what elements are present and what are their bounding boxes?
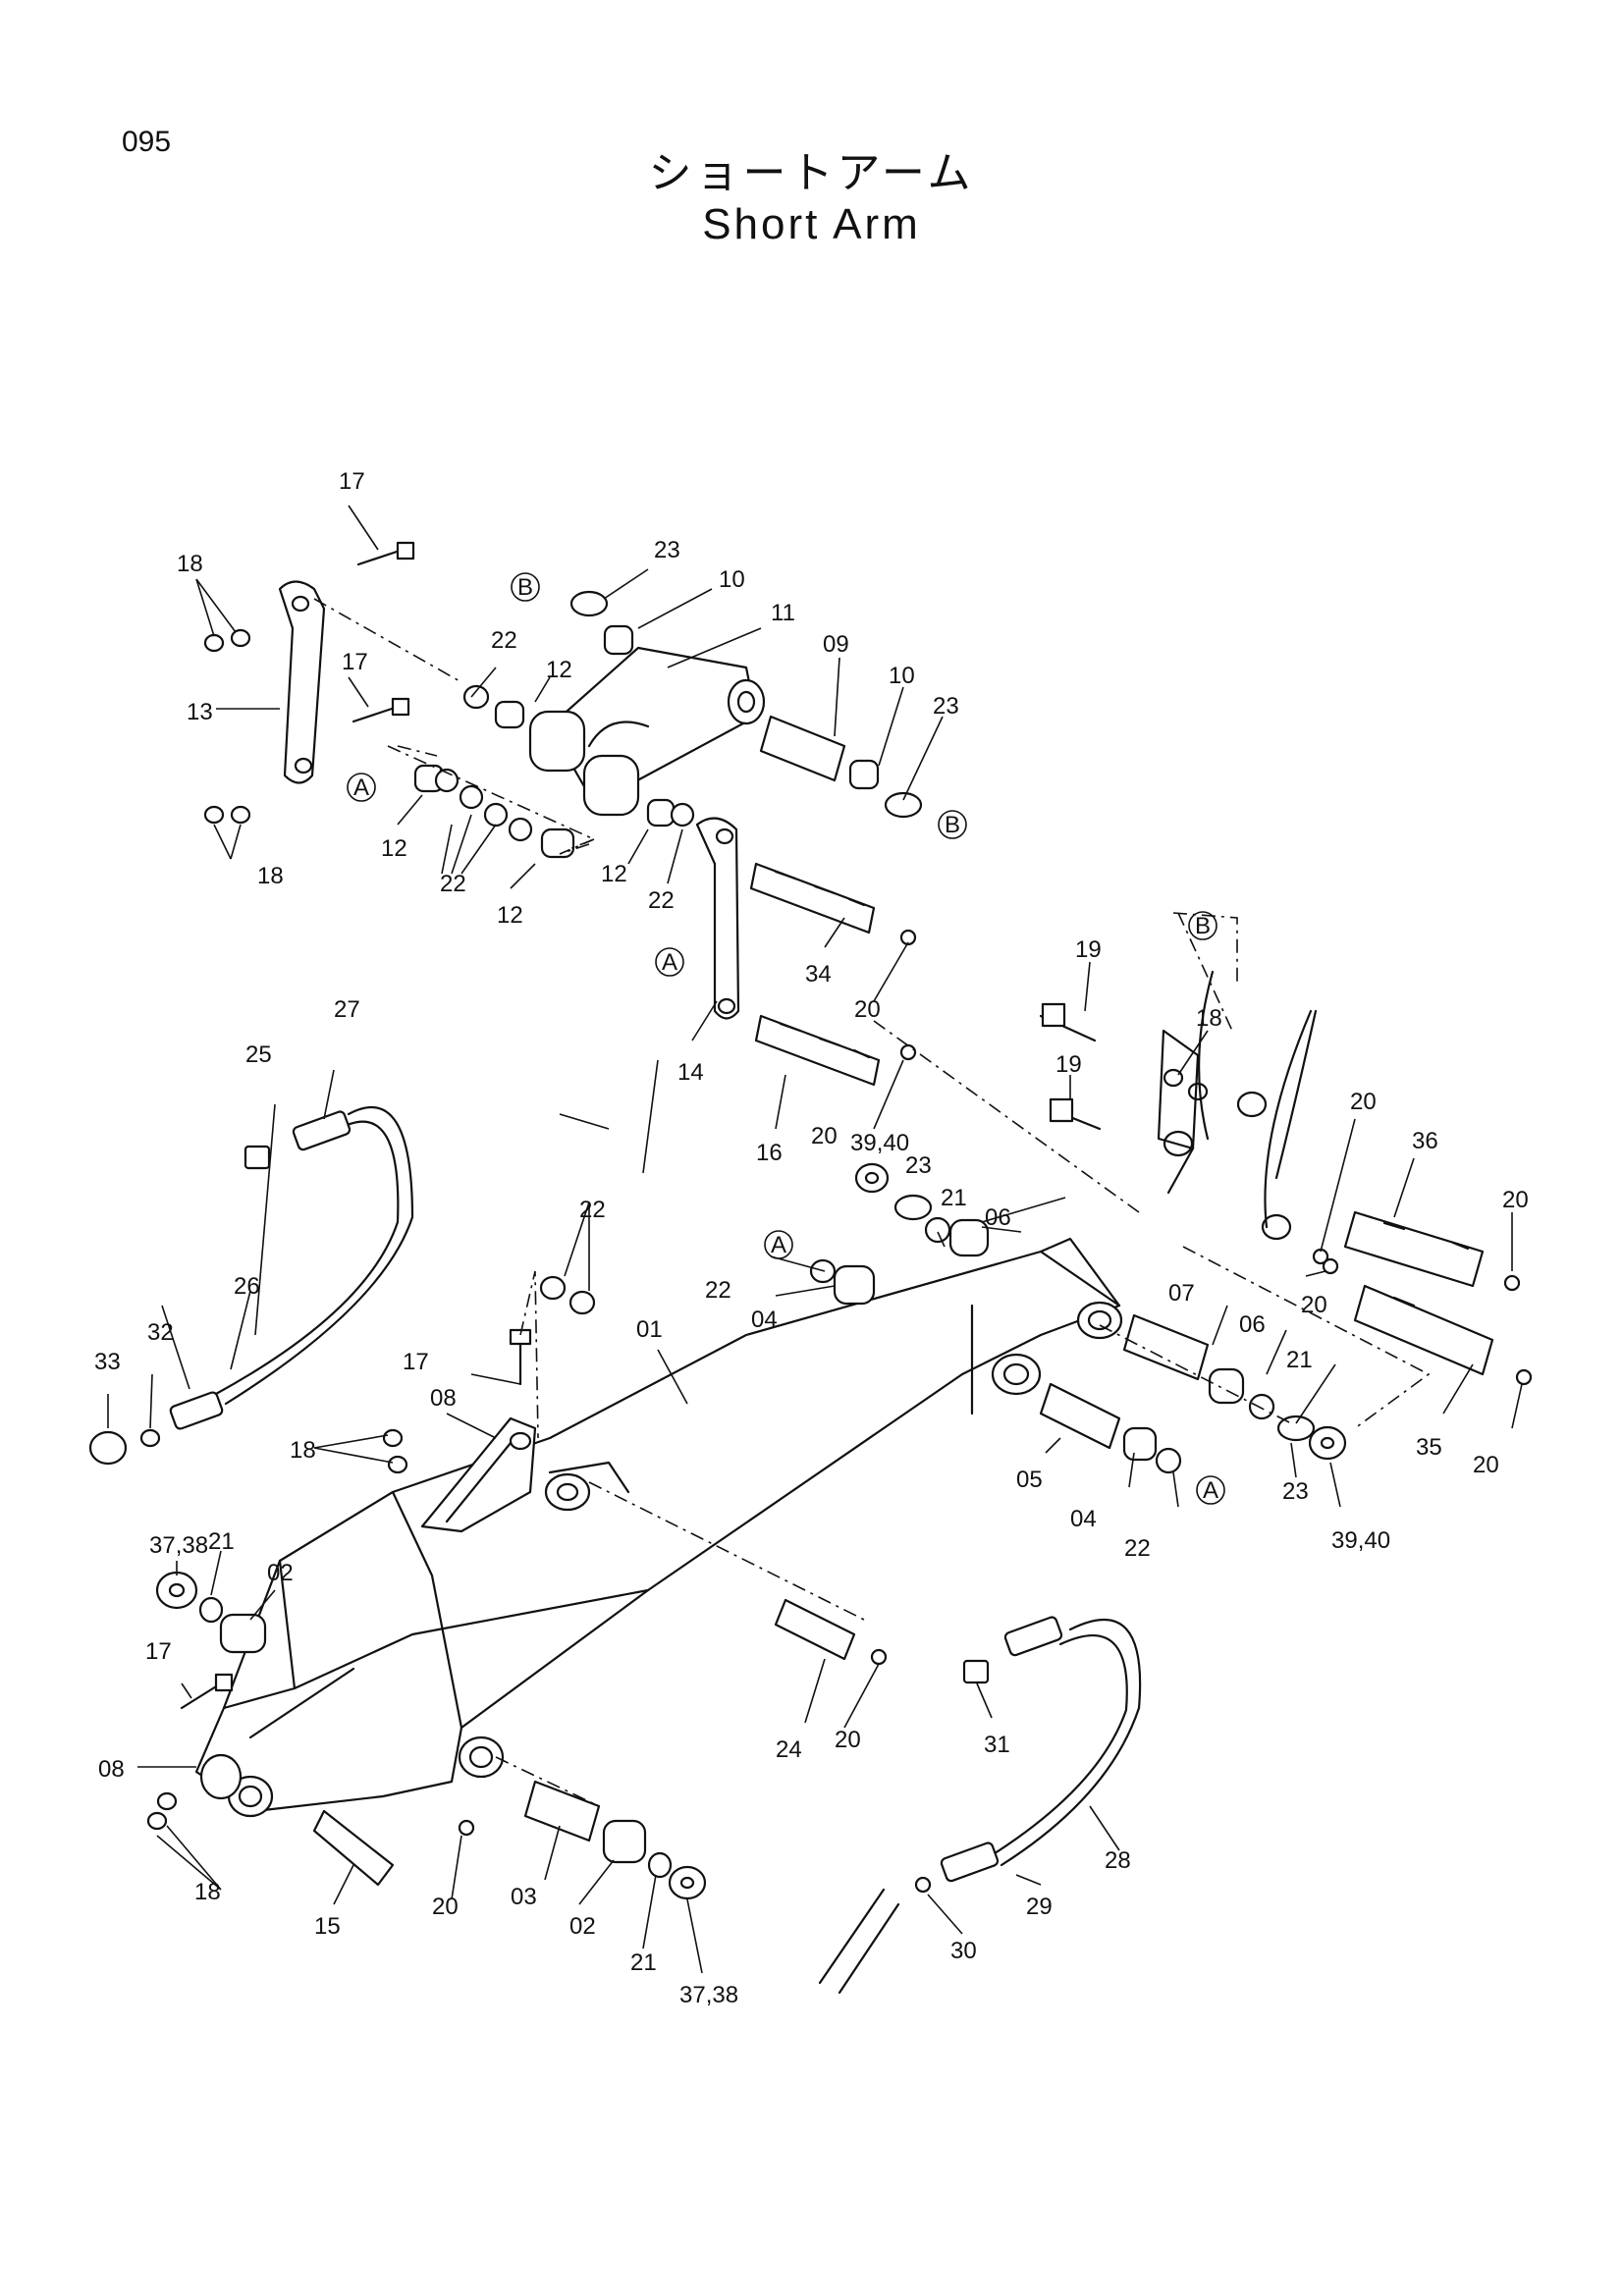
page-title-japanese: ショートアーム [648, 148, 975, 198]
callout-20: 20 [854, 996, 881, 1023]
callout-19: 19 [1075, 936, 1102, 963]
callout-09: 09 [823, 631, 849, 658]
callout-17: 17 [403, 1349, 429, 1375]
ref-mark-a-2: A [662, 949, 677, 976]
callout-22: 22 [440, 871, 466, 897]
callout-25: 25 [245, 1041, 272, 1068]
callout-36: 36 [1412, 1128, 1438, 1154]
callout-22: 22 [648, 887, 675, 914]
callout-22: 22 [579, 1197, 606, 1223]
ref-mark-a-4: A [1203, 1477, 1218, 1504]
part-callouts: 17 18 17 13 18 23 10 11 09 10 23 22 12 1… [94, 468, 1529, 2008]
callout-26: 26 [234, 1273, 260, 1300]
callout-39-40: 39,40 [1331, 1527, 1390, 1554]
link-14 [695, 817, 740, 1020]
reference-marks: B B B A A A A [347, 572, 1225, 1505]
callout-30: 30 [950, 1938, 977, 1964]
callout-20: 20 [835, 1727, 861, 1753]
callout-14: 14 [677, 1059, 704, 1086]
ref-mark-b-2: B [945, 812, 960, 838]
callout-12: 12 [497, 902, 523, 929]
page-title-english: Short Arm [702, 200, 921, 248]
callout-06: 06 [985, 1204, 1011, 1231]
callout-21: 21 [630, 1949, 657, 1976]
ref-mark-b-3: B [1195, 913, 1211, 939]
callout-10: 10 [889, 663, 915, 689]
page-number: 095 [122, 126, 172, 158]
callout-08: 08 [430, 1385, 457, 1412]
callout-23: 23 [654, 537, 680, 563]
bucket-link-bracket [1157, 970, 1318, 1241]
callout-33: 33 [94, 1349, 121, 1375]
callout-35: 35 [1416, 1434, 1442, 1461]
callout-02: 02 [569, 1913, 596, 1940]
callout-12: 12 [601, 861, 627, 887]
callout-20: 20 [1301, 1292, 1327, 1318]
callout-07: 07 [1168, 1280, 1195, 1307]
callout-04: 04 [751, 1307, 778, 1333]
callout-11: 11 [771, 600, 795, 626]
callout-22: 22 [491, 627, 517, 654]
callout-17: 17 [339, 468, 365, 495]
callout-20: 20 [1473, 1452, 1499, 1478]
callout-18: 18 [290, 1437, 316, 1464]
callout-12: 12 [381, 835, 407, 862]
callout-13: 13 [187, 699, 213, 725]
callout-16: 16 [756, 1140, 783, 1166]
callout-21: 21 [208, 1528, 235, 1555]
callout-37-38: 37,38 [149, 1532, 208, 1559]
callout-31: 31 [984, 1732, 1010, 1758]
callout-27: 27 [334, 996, 360, 1023]
callout-18: 18 [194, 1879, 221, 1905]
callout-01: 01 [636, 1316, 663, 1343]
callout-20: 20 [811, 1123, 838, 1149]
callout-10: 10 [719, 566, 745, 593]
callout-18: 18 [177, 551, 203, 577]
callout-21: 21 [941, 1185, 967, 1211]
callout-28: 28 [1105, 1847, 1131, 1874]
callout-17: 17 [145, 1638, 172, 1665]
callout-08: 08 [98, 1756, 125, 1783]
callout-21: 21 [1286, 1347, 1313, 1373]
ref-mark-b-1: B [517, 574, 533, 601]
callout-18: 18 [1196, 1005, 1222, 1032]
callout-24: 24 [776, 1736, 802, 1763]
callout-20: 20 [1502, 1187, 1529, 1213]
callout-04: 04 [1070, 1506, 1097, 1532]
callout-05: 05 [1016, 1467, 1043, 1493]
callout-20: 20 [432, 1894, 459, 1920]
pins [219, 624, 1494, 1887]
callout-06: 06 [1239, 1311, 1266, 1338]
callout-12: 12 [546, 657, 572, 683]
callout-20: 20 [1350, 1089, 1377, 1115]
callout-23: 23 [1282, 1478, 1309, 1505]
callout-03: 03 [511, 1884, 537, 1910]
callout-17: 17 [342, 649, 368, 675]
callout-19: 19 [1055, 1051, 1082, 1078]
callout-29: 29 [1026, 1894, 1053, 1920]
arm-body [194, 1237, 1123, 1818]
grease-hoses [88, 1105, 1142, 1995]
callout-22: 22 [705, 1277, 731, 1304]
callout-02: 02 [267, 1560, 294, 1586]
callout-23: 23 [933, 693, 959, 720]
leader-lines [107, 505, 1523, 1974]
callout-23: 23 [905, 1152, 932, 1179]
callout-15: 15 [314, 1913, 341, 1940]
fasteners [146, 541, 1533, 1837]
callout-37-38: 37,38 [679, 1982, 738, 2008]
callout-22: 22 [1124, 1535, 1151, 1562]
callout-32: 32 [147, 1319, 174, 1346]
link-13 [278, 580, 326, 784]
callout-18: 18 [257, 863, 284, 889]
ref-mark-a-3: A [771, 1232, 786, 1258]
callout-34: 34 [805, 961, 832, 988]
ref-mark-a-1: A [353, 774, 369, 801]
callout-39-40: 39,40 [850, 1130, 909, 1156]
link-assembly [528, 646, 766, 817]
